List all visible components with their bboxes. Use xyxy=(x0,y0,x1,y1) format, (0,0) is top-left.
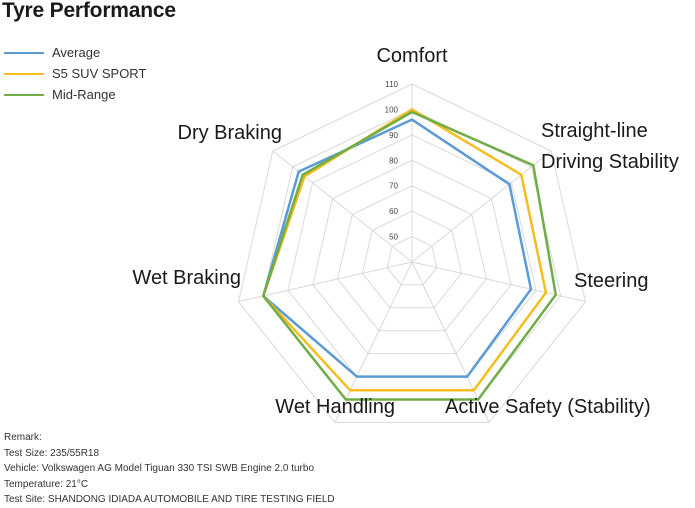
legend-swatch-mid-range xyxy=(4,93,44,96)
grid-ring-80 xyxy=(312,159,512,355)
axis-label-wet-braking: Wet Braking xyxy=(132,267,241,289)
legend-item-s5-suv-sport: S5 SUV SPORT xyxy=(4,63,146,84)
grid-spoke-5 xyxy=(238,261,413,303)
remark-temperature: Temperature: 21°C xyxy=(4,478,89,490)
legend-item-average: Average xyxy=(4,42,146,63)
grid-ring-110 xyxy=(237,83,587,423)
tick-label-90: 90 xyxy=(389,131,398,140)
legend-swatch-s5-suv-sport xyxy=(4,72,44,75)
tick-label-70: 70 xyxy=(389,182,398,191)
grid-spoke-6 xyxy=(272,150,413,263)
chart-title: Tyre Performance xyxy=(2,0,176,22)
legend-swatch-average xyxy=(4,51,44,54)
axis-label-dry-braking: Dry Braking xyxy=(178,122,282,144)
axis-label-steering: Steering xyxy=(574,270,649,292)
remarks: Remark: Test Size: 235/55R18 Vehicle: Vo… xyxy=(4,430,335,508)
legend-label-average: Average xyxy=(52,45,101,60)
remarks-heading: Remark: xyxy=(4,432,42,443)
series-line-mid-range xyxy=(262,110,558,401)
remark-test-site: Test Site: SHANDONG IDIADA AUTOMOBILE AN… xyxy=(4,494,335,505)
axis-label-active-safety-stability: Active Safety (Stability) xyxy=(445,396,651,418)
legend-item-mid-range: Mid-Range xyxy=(4,84,146,105)
grid-ring-50 xyxy=(386,236,438,286)
tick-label-80: 80 xyxy=(389,156,398,165)
grid-spoke-2 xyxy=(411,261,586,303)
grid-ring-60 xyxy=(361,210,463,309)
tick-label-110: 110 xyxy=(385,80,398,89)
series-line-s5-suv-sport xyxy=(262,108,548,392)
remark-vehicle: Vehicle: Volkswagen AG Model Tiguan 330 … xyxy=(4,463,315,474)
grid-spoke-1 xyxy=(411,150,552,263)
grid-spoke-4 xyxy=(334,261,413,423)
axis-label-wet-handling: Wet Handling xyxy=(275,396,395,418)
tick-label-50: 50 xyxy=(389,233,398,242)
grid-ring-70 xyxy=(337,185,487,332)
tick-label-60: 60 xyxy=(389,207,398,216)
legend: Average S5 SUV SPORT Mid-Range xyxy=(4,42,146,105)
axis-label-comfort: Comfort xyxy=(376,45,448,67)
series-line-average xyxy=(262,118,533,378)
legend-label-mid-range: Mid-Range xyxy=(52,87,116,102)
tick-label-100: 100 xyxy=(385,105,399,114)
remark-test-size: Test Size: 235/55R18 xyxy=(4,447,100,459)
legend-label-s5-suv-sport: S5 SUV SPORT xyxy=(52,66,147,81)
grid-spoke-3 xyxy=(411,261,490,423)
